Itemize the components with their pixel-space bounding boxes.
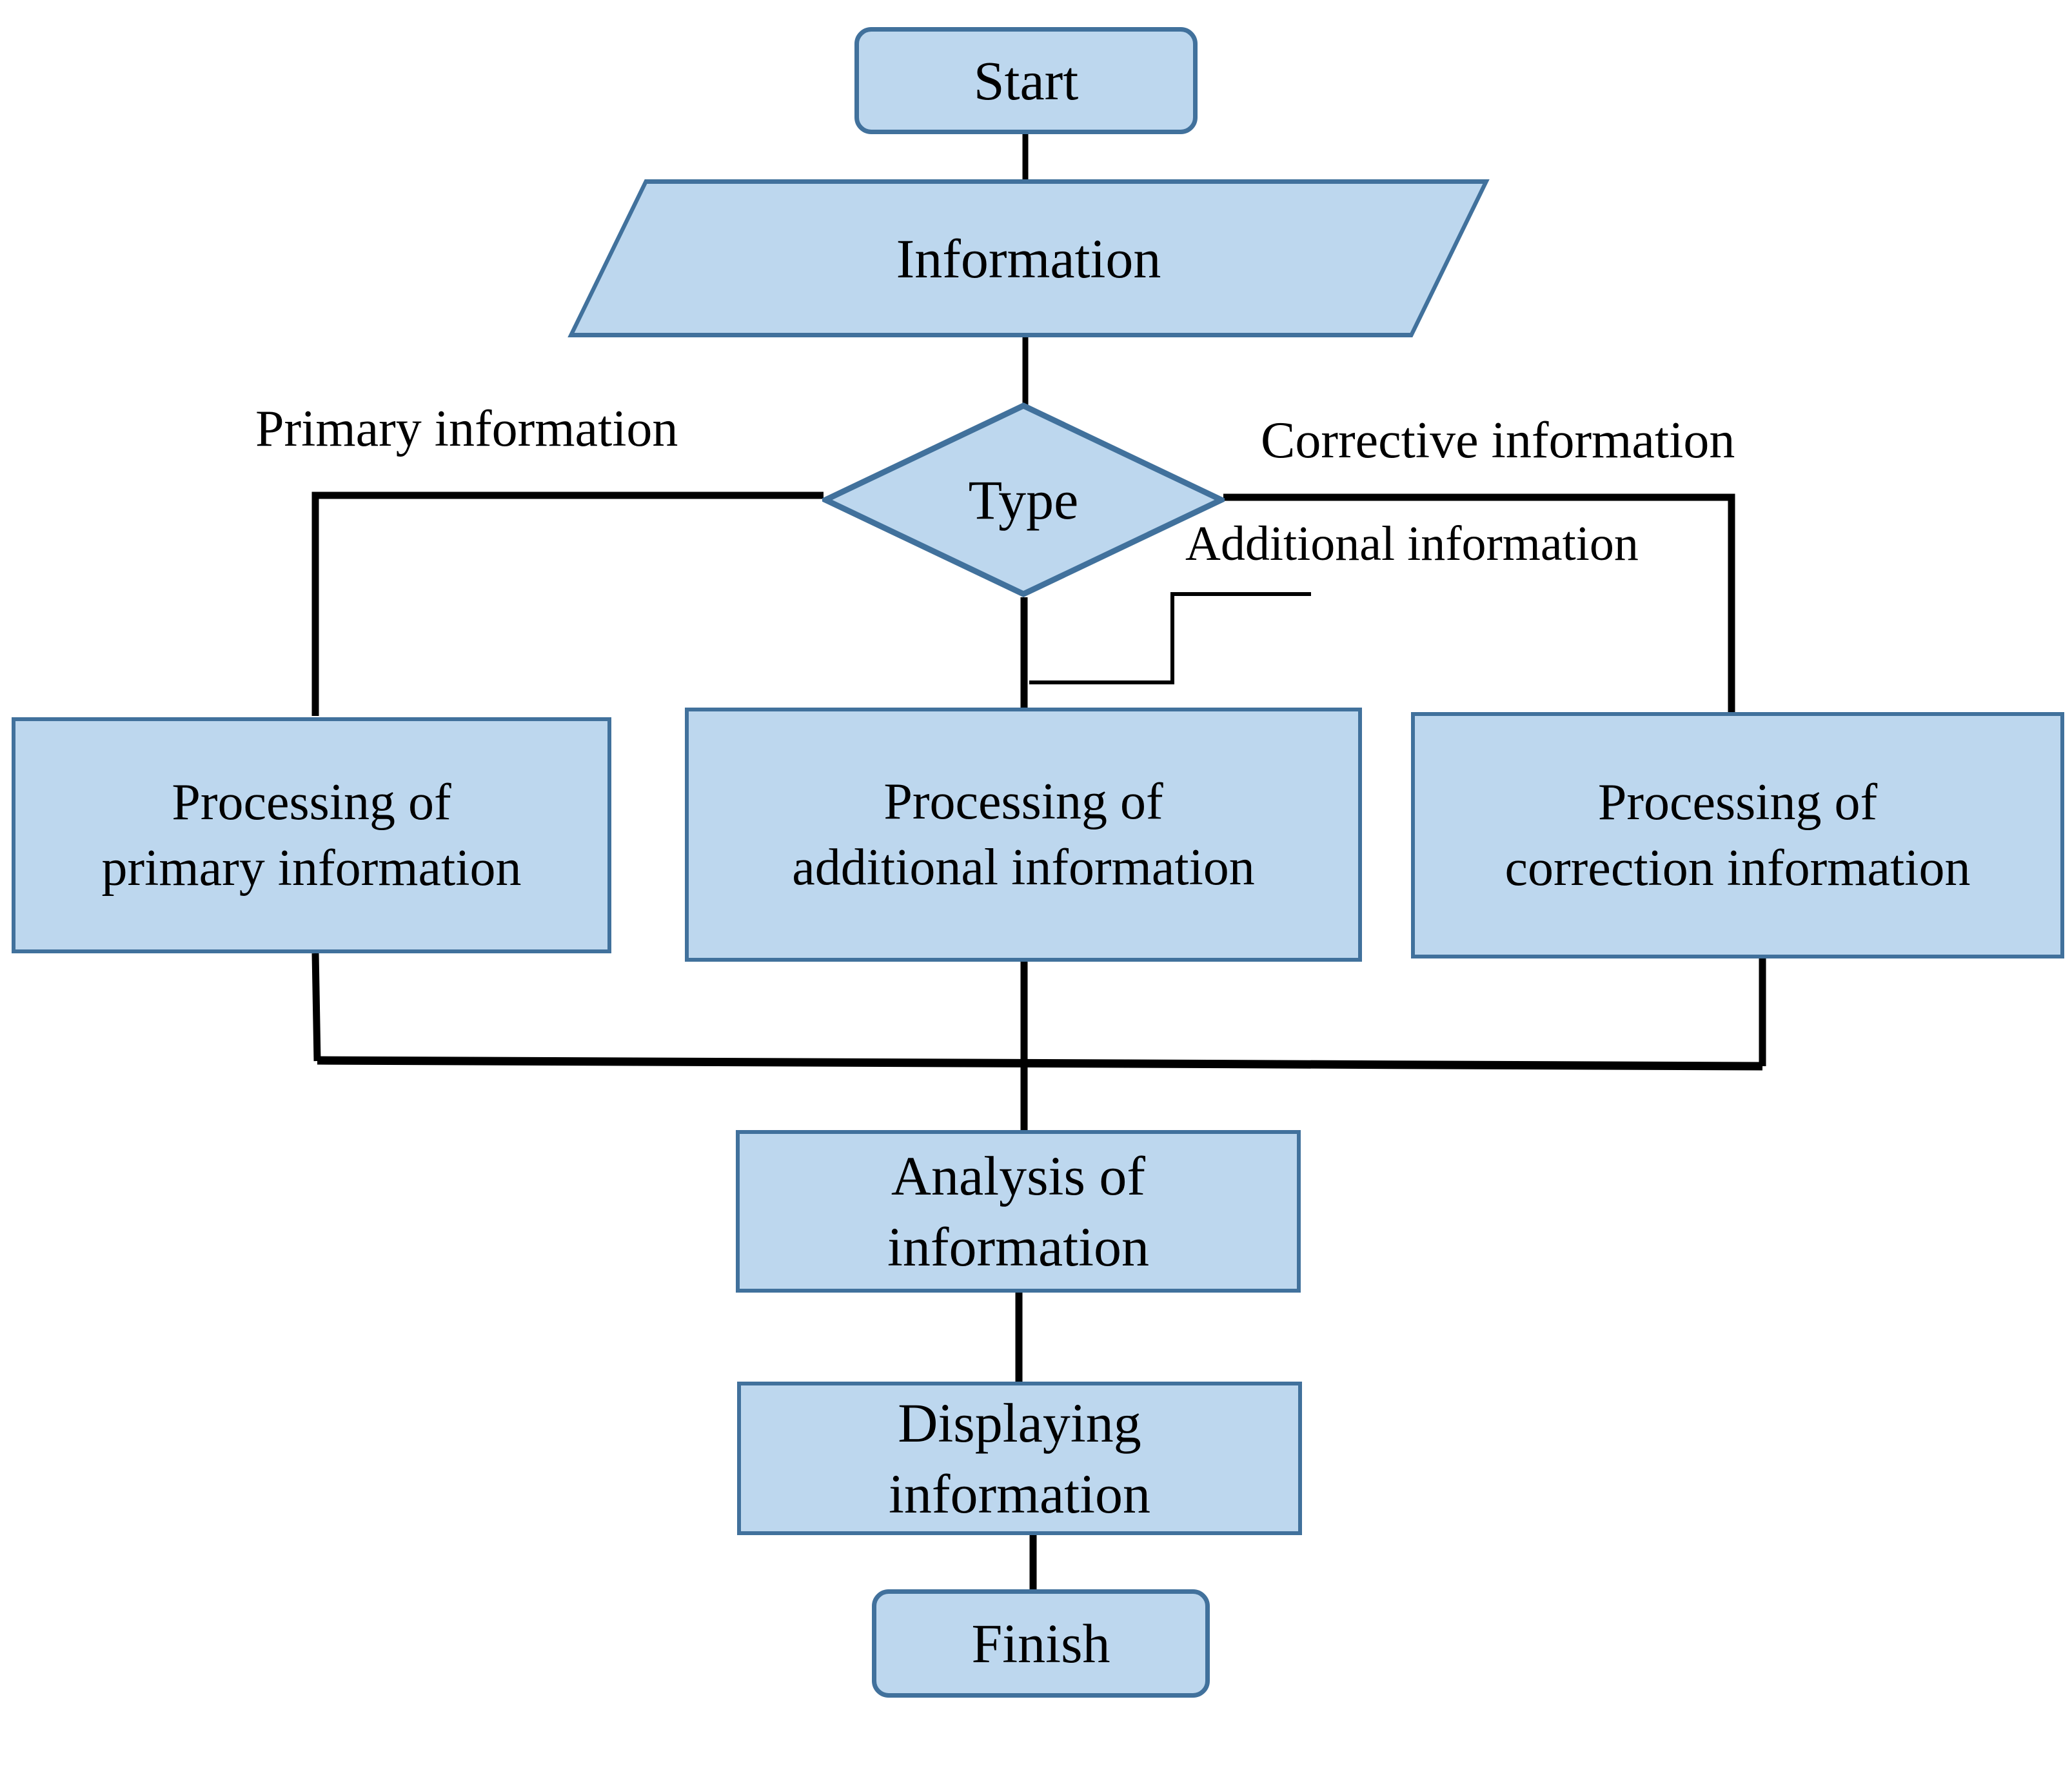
edge-label-primary-information: Primary information (255, 401, 678, 457)
edge-label-additional-information: Additional information (1185, 517, 1639, 571)
node-processing-primary-information-label: Processing of primary information (101, 773, 522, 897)
node-analysis-of-information-label: Analysis of information (887, 1144, 1150, 1278)
node-displaying-information-label: Displaying information (888, 1391, 1151, 1525)
node-processing-additional-information[interactable]: Processing of additional information (685, 708, 1362, 962)
node-processing-additional-information-label: Processing of additional information (792, 773, 1255, 896)
node-start-label: Start (973, 49, 1079, 112)
node-analysis-of-information[interactable]: Analysis of information (736, 1130, 1301, 1293)
node-start[interactable]: Start (854, 27, 1198, 134)
node-information-label: Information (896, 227, 1161, 290)
additional-label-leader (1029, 592, 1311, 684)
node-processing-correction-information-label: Processing of correction information (1505, 773, 1971, 897)
node-finish-label: Finish (971, 1612, 1110, 1674)
merge-bus (317, 1056, 1763, 1071)
node-type-decision[interactable]: Type (822, 402, 1225, 597)
node-processing-correction-information[interactable]: Processing of correction information (1411, 712, 2064, 958)
edge-type-to-primary (311, 491, 824, 716)
diamond-shape (822, 402, 1225, 597)
node-finish[interactable]: Finish (872, 1589, 1210, 1698)
node-processing-primary-information[interactable]: Processing of primary information (12, 717, 611, 953)
edge-label-corrective-information: Corrective information (1261, 412, 1735, 469)
node-information[interactable]: Information (567, 179, 1490, 337)
node-type-label: Type (968, 469, 1079, 531)
node-displaying-information[interactable]: Displaying information (737, 1382, 1302, 1535)
edge-primary-to-merge (311, 953, 321, 1062)
